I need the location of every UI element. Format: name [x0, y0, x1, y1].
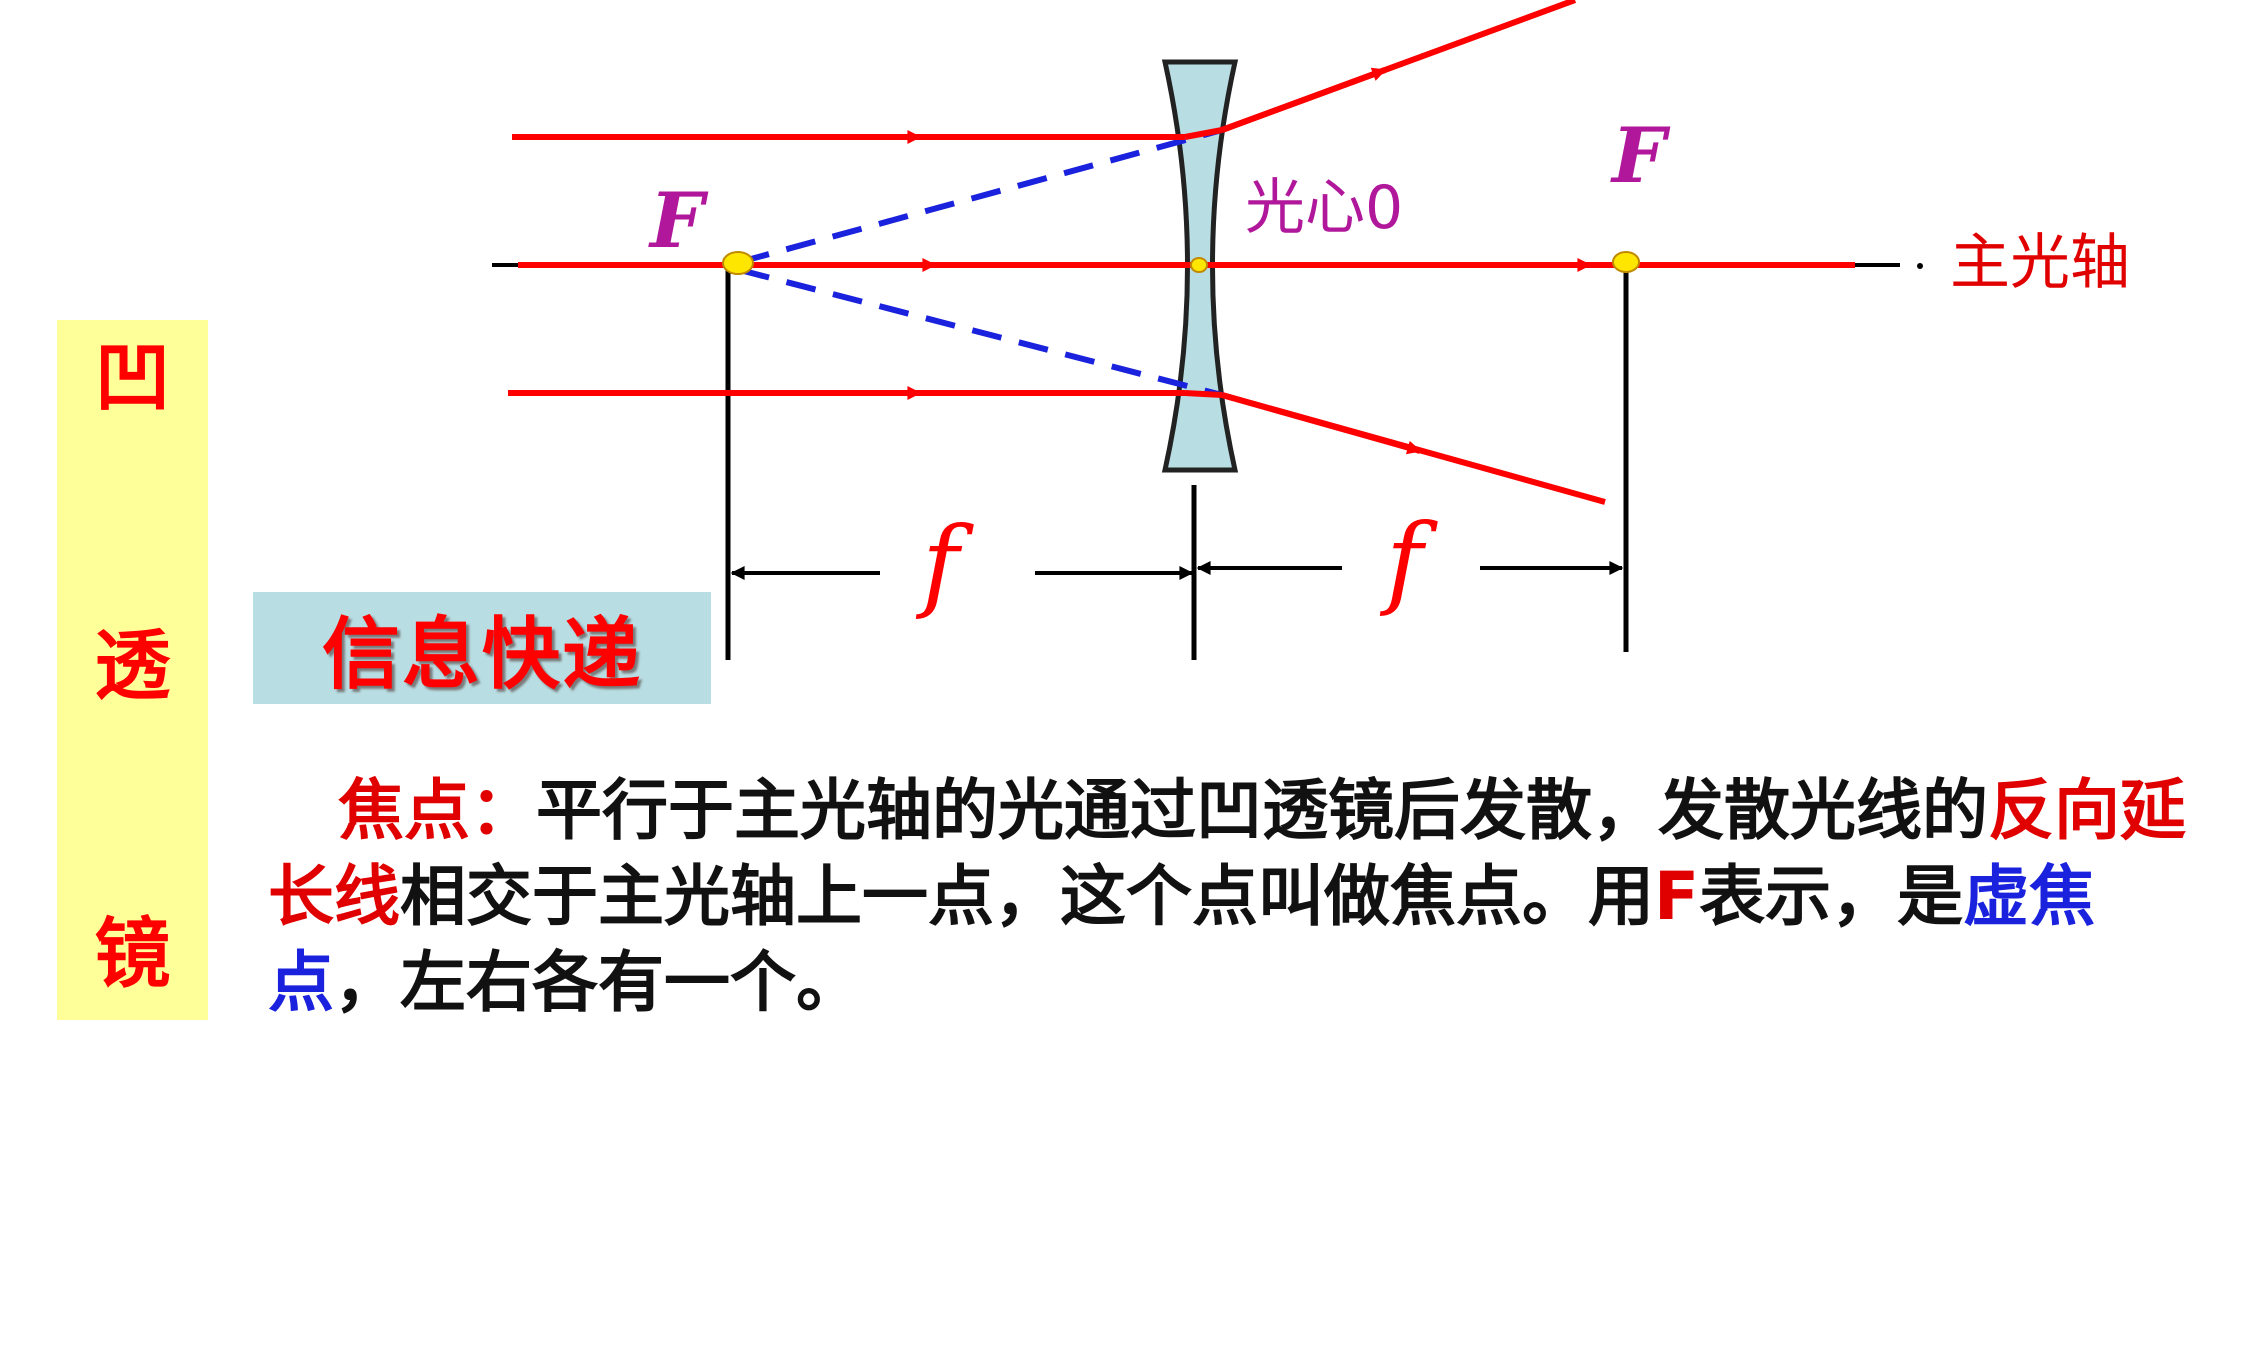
- refracted-ray-bottom: [1184, 390, 1223, 398]
- focus-left-label: F: [648, 176, 709, 265]
- focal-length-left-label: f: [915, 505, 974, 622]
- letter-f: F: [1654, 858, 1700, 935]
- info-box: 信息快递: [253, 592, 711, 704]
- paragraph-text-2: 相交于主光轴上一点，这个点叫做焦点。用: [400, 858, 1654, 935]
- principal-axis-dot: [1917, 263, 1923, 269]
- side-title-char-3: 镜: [94, 909, 171, 998]
- focus-left-point: [722, 251, 754, 275]
- side-title-char-1: 凹: [94, 333, 171, 422]
- principal-axis-label: 主光轴: [1950, 228, 2130, 298]
- focal-length-right-label: f: [1379, 502, 1438, 619]
- paragraph-text-3: 表示，是: [1699, 858, 1964, 935]
- focus-explanation-paragraph: 焦点：平行于主光轴的光通过凹透镜后发散，发散光线的反向延长线相交于主光轴上一点，…: [268, 768, 2208, 1026]
- side-title-banner: 凹 透 镜: [57, 320, 208, 1020]
- virtual-ray-top: [739, 127, 1223, 265]
- paragraph-text-4: ，左右各有一个。: [334, 944, 862, 1021]
- focus-right-label: F: [1610, 111, 1671, 200]
- refracted-ray-top: [1184, 127, 1223, 140]
- paragraph-text-1: 平行于主光轴的光通过凹透镜后发散，发散光线的: [536, 772, 1988, 849]
- info-box-title: 信息快递: [321, 610, 642, 700]
- virtual-ray-bottom: [739, 267, 1223, 398]
- optical-center-point: [1190, 257, 1208, 273]
- focus-right-point: [1612, 251, 1640, 273]
- term-focus: 焦点：: [338, 772, 536, 849]
- side-title-char-2: 透: [94, 621, 171, 710]
- emph-reverse-extension: 反向延长线: [268, 772, 2186, 935]
- emph-virtual-focus: 虚焦点: [268, 858, 2096, 1021]
- refracted-ray-top-arrow: [1220, 67, 1387, 133]
- optical-center-label: 光心0: [1245, 173, 1403, 243]
- refracted-ray-bottom-arrow: [1221, 392, 1422, 455]
